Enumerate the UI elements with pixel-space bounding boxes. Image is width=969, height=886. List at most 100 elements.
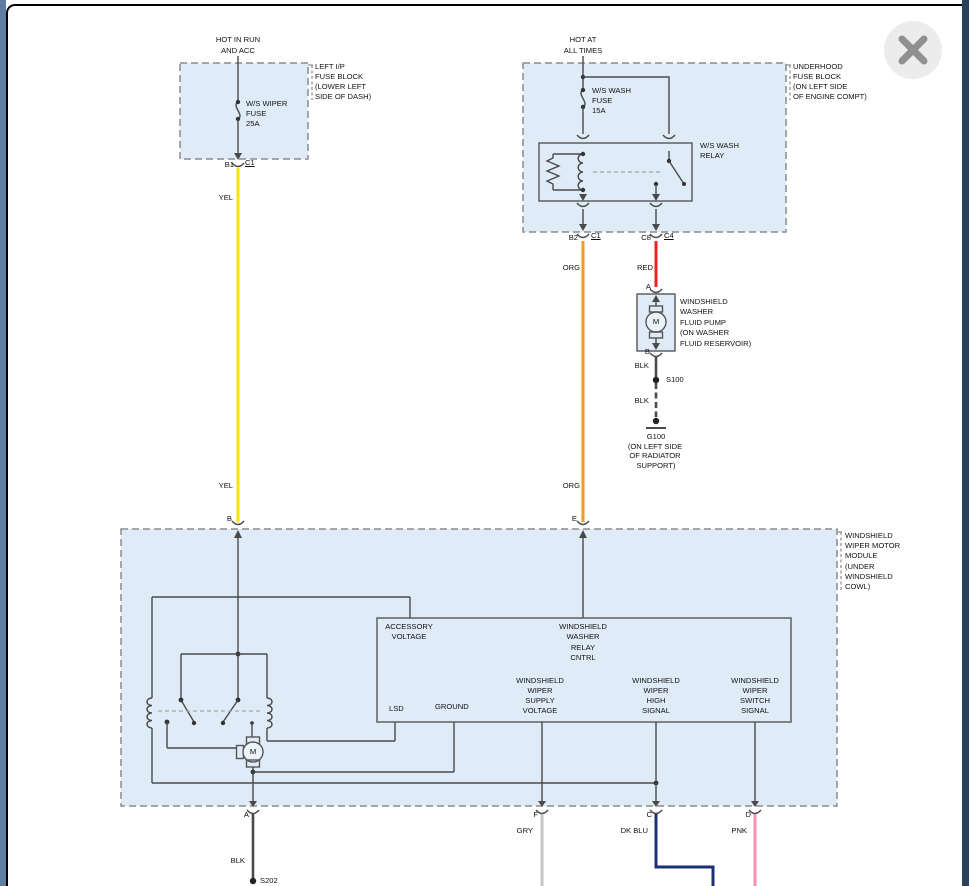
wire-color-label: BLK [634, 396, 649, 405]
wire-dkblu [654, 814, 715, 886]
pin-function-label: WIPER [527, 686, 553, 695]
pin-function-label: RELAY [570, 643, 596, 652]
wire-color-label: BLK [230, 856, 245, 865]
connector-label: C1 [591, 231, 601, 240]
module-name: (UNDER [845, 562, 875, 571]
component-name: (ON WASHER [680, 328, 730, 337]
pin-function-label: WINDSHIELD [632, 676, 680, 685]
connector-label: C1 [245, 158, 255, 167]
washer-fluid-pump [636, 288, 676, 358]
terminal-label: C [646, 810, 652, 819]
wiper-motor-symbol [235, 736, 264, 768]
module-name: WINDSHIELD [845, 572, 893, 581]
pin-function-label: ACCESSORY [385, 622, 433, 631]
splice-label: S100 [666, 375, 684, 384]
wire-color-label: BLK [634, 361, 649, 370]
wire-color-label: PNK [731, 826, 747, 835]
pin-label: C8 [641, 233, 651, 242]
ground-g100-symbol [646, 417, 666, 429]
relay-label: RELAY [700, 151, 725, 160]
relay-label: W/S WASH [700, 141, 739, 150]
component-name: WASHER [680, 307, 714, 316]
pin-label: B [644, 347, 650, 356]
relay-resistor [545, 154, 561, 190]
motor-letter: M [652, 317, 660, 326]
splice-s202 [249, 877, 257, 885]
wire-color-label: ORG [562, 263, 580, 272]
component-name: FLUID RESERVOIR) [680, 339, 752, 348]
pin-label: B [226, 514, 232, 523]
pin-label: A [645, 282, 651, 291]
pin-function-label: WINDSHIELD [516, 676, 564, 685]
module-name: WINDSHIELD [845, 531, 893, 540]
pin-function-label: WINDSHIELD [731, 676, 779, 685]
underhood-fuse-block-box [522, 56, 791, 239]
wire-color-label: YEL [218, 481, 233, 490]
diagram-canvas-border [6, 4, 962, 886]
fuse-label: FUSE [246, 109, 267, 118]
splice-s100 [652, 376, 660, 384]
fuse-label: 15A [592, 106, 606, 115]
power-label: HOT IN RUN [215, 35, 261, 44]
block-name: FUSE BLOCK [793, 72, 842, 81]
motor-letter: M [249, 747, 257, 756]
left-fuse-block-box [179, 56, 313, 168]
power-label: ALL TIMES [563, 46, 603, 55]
module-control-box [376, 617, 792, 723]
power-label: HOT AT [569, 35, 597, 44]
viewer-left-edge [0, 0, 6, 886]
block-name: FUSE BLOCK [315, 72, 364, 81]
splice-label: S202 [260, 876, 278, 885]
component-name: FLUID PUMP [680, 318, 726, 327]
pin-function-label: SWITCH [740, 696, 770, 705]
pin-label: E [571, 514, 577, 523]
terminal-label: A [243, 810, 249, 819]
ground-label: OF RADIATOR [629, 451, 681, 460]
power-label: AND ACC [221, 46, 255, 55]
ws-wash-relay [538, 142, 693, 202]
pin-function-label: SIGNAL [741, 706, 769, 715]
ground-label: (ON LEFT SIDE [627, 442, 683, 451]
pin-function-label: WIPER [643, 686, 669, 695]
terminal-label: F [533, 810, 538, 819]
close-icon [898, 35, 928, 65]
wire-color-label: DK BLU [620, 826, 648, 835]
pin-function-label: SIGNAL [642, 706, 670, 715]
block-name: (LOWER LEFT [315, 82, 367, 91]
wire-color-label: YEL [218, 193, 233, 202]
wiper-motor-module-box [120, 520, 842, 815]
module-name: WIPER MOTOR [845, 541, 901, 550]
relay-coil [577, 153, 584, 191]
pin-label: B1 [224, 160, 234, 169]
viewer-right-edge [962, 0, 969, 886]
fuse-label: W/S WIPER [246, 99, 288, 108]
pin-function-label: WINDSHIELD [559, 622, 607, 631]
fuse-label: W/S WASH [592, 86, 631, 95]
pin-function-label: LSD [389, 704, 404, 713]
block-name: LEFT I/P [315, 62, 345, 71]
component-name: WINDSHIELD [680, 297, 728, 306]
ground-label: SUPPORT) [636, 461, 676, 470]
terminal-label: D [745, 810, 751, 819]
pin-function-label: CNTRL [570, 653, 596, 662]
pin-function-label: HIGH [646, 696, 666, 705]
module-name: MODULE [845, 551, 878, 560]
wire-color-label: ORG [562, 481, 580, 490]
fuse-label: FUSE [592, 96, 613, 105]
close-button[interactable] [884, 21, 942, 79]
pin-function-label: VOLTAGE [522, 706, 558, 715]
wire-color-label: GRY [516, 826, 533, 835]
block-name: (ON LEFT SIDE [793, 82, 848, 91]
connector-c1-symbol [231, 162, 245, 168]
fuse-label: 25A [246, 119, 260, 128]
motor-coil-right [266, 697, 273, 729]
motor-coil-left [146, 697, 153, 729]
wire-color-label: RED [636, 263, 653, 272]
block-name: OF ENGINE COMPT) [793, 92, 867, 101]
block-name: SIDE OF DASH) [315, 92, 372, 101]
pin-function-label: VOLTAGE [391, 632, 427, 641]
pin-function-label: WIPER [742, 686, 768, 695]
pin-function-label: WASHER [566, 632, 600, 641]
block-name: UNDERHOOD [793, 62, 843, 71]
